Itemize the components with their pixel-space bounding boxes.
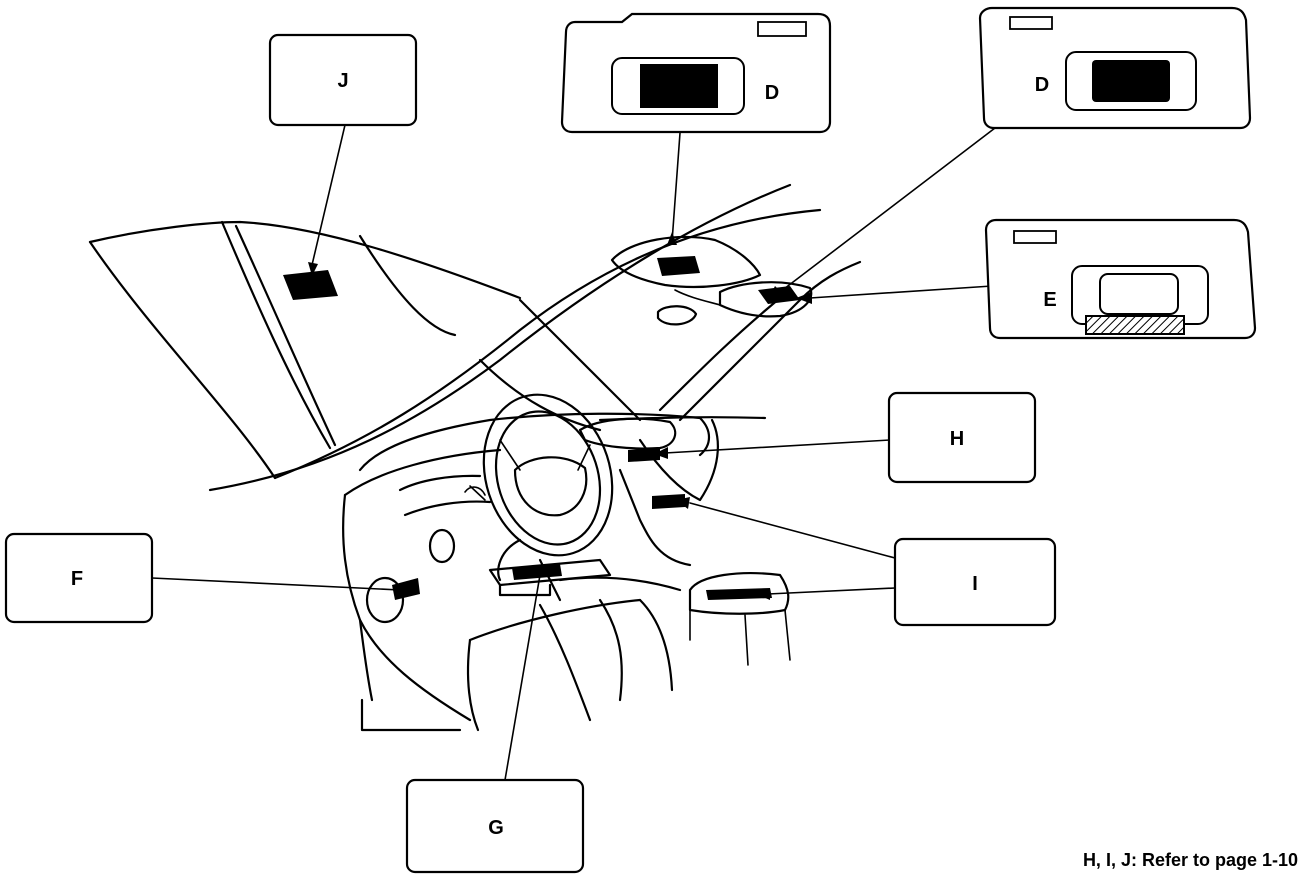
callout-h: H bbox=[887, 391, 1037, 484]
leader-line-g bbox=[504, 574, 541, 781]
callout-label-i: I bbox=[972, 573, 978, 595]
leader-line-i-lower bbox=[767, 587, 896, 595]
callout-f: F bbox=[4, 532, 154, 624]
callout-label-j: J bbox=[337, 70, 348, 92]
label-patch-f bbox=[392, 578, 420, 600]
leader-line-j bbox=[311, 124, 346, 266]
callout-d-left: D bbox=[560, 12, 832, 134]
callout-label-d-right: D bbox=[1035, 74, 1049, 96]
leader-line-i-upper bbox=[689, 502, 896, 559]
label-patch-d-left bbox=[657, 256, 700, 276]
leader-line-f bbox=[151, 577, 401, 591]
callout-label-f: F bbox=[71, 568, 83, 590]
label-patch-i-armrest bbox=[706, 588, 772, 600]
leader-lines bbox=[151, 124, 996, 781]
callout-e: E bbox=[984, 218, 1257, 340]
callout-g: G bbox=[405, 778, 585, 874]
label-patches bbox=[283, 256, 800, 600]
callout-j: J bbox=[268, 33, 418, 127]
callout-d-right: D bbox=[978, 6, 1252, 130]
callout-i: I bbox=[893, 537, 1057, 627]
car-interior-illustration bbox=[88, 183, 862, 732]
leader-line-d-right bbox=[779, 127, 996, 293]
leader-line-d-left bbox=[671, 132, 681, 243]
callout-label-g: G bbox=[488, 817, 504, 839]
callout-label-h: H bbox=[950, 428, 964, 450]
leader-line-e bbox=[809, 285, 993, 299]
callout-label-d-left: D bbox=[765, 82, 779, 104]
label-patch-g bbox=[512, 564, 562, 580]
leader-line-h bbox=[664, 439, 891, 454]
label-patch-j bbox=[283, 270, 338, 300]
callout-label-e: E bbox=[1043, 289, 1056, 311]
label-patch-i bbox=[652, 494, 685, 509]
reference-note: H, I, J: Refer to page 1-10 bbox=[1083, 850, 1298, 870]
label-patch-h bbox=[628, 448, 660, 462]
